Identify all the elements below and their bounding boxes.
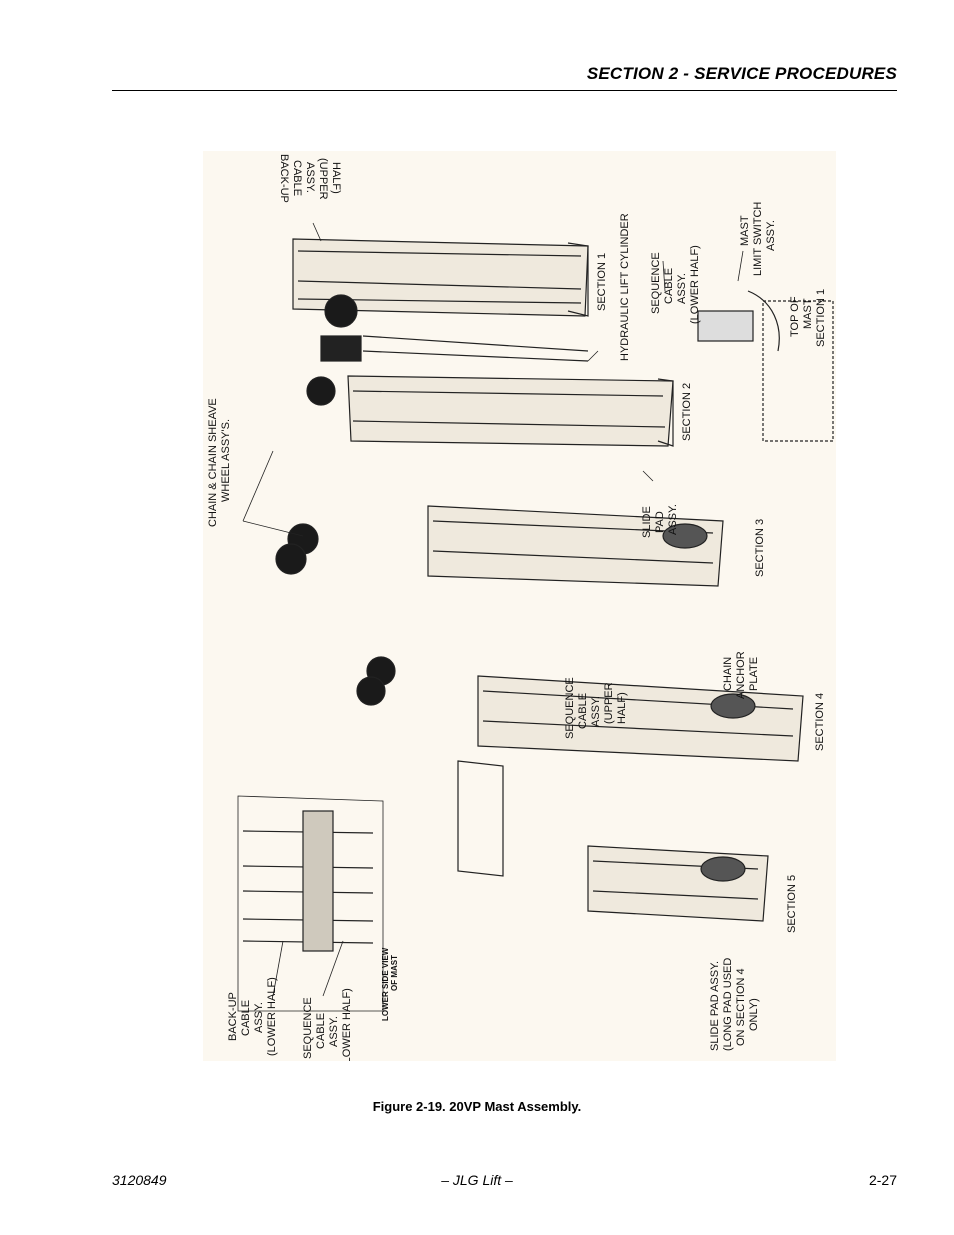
svg-text:CABLE: CABLE [291,160,303,196]
label-sequence-upper: SEQUENCE CABLE ASSY. (UPPER HALF) [564,677,628,739]
label-section-3: SECTION 3 [754,519,766,577]
label-backup-lower: BACK-UP CABLE ASSY. (LOWER HALF) [227,977,278,1056]
svg-text:TOP OF: TOP OF [789,296,801,337]
header-rule [112,90,897,91]
svg-text:MAST: MAST [802,298,814,329]
doc-number: 3120849 [112,1172,167,1188]
svg-text:CHAIN: CHAIN [722,657,734,691]
svg-text:HALF): HALF) [330,162,342,194]
svg-text:ASSY.: ASSY. [328,1016,340,1047]
label-section-5: SECTION 5 [786,875,798,933]
svg-text:SEQUENCE: SEQUENCE [302,997,314,1059]
section-1-rail [292,238,589,317]
leader-lines [242,222,744,997]
mast-exploded-diagram: BACK-UP CABLE ASSY. (UPPER HALF) CHAIN &… [207,154,834,1061]
svg-text:OF MAST: OF MAST [390,955,399,991]
label-sequence-lower-bottom: SEQUENCE CABLE ASSY. (LOWER HALF) [302,988,353,1061]
chain-anchor-plates [662,523,756,882]
label-slide-pad: SLIDE PAD ASSY. [641,504,679,538]
label-chain-sheave: CHAIN & CHAIN SHEAVE WHEEL ASSY'S. [207,398,232,527]
page-number: 2-27 [868,1172,897,1188]
svg-text:PAD: PAD [654,511,666,533]
svg-text:CABLE: CABLE [240,1000,252,1036]
svg-text:(UPPER: (UPPER [317,158,329,200]
svg-text:PLATE: PLATE [748,657,760,691]
label-section-2: SECTION 2 [681,383,693,441]
footer-brand: – JLG Lift – [441,1172,513,1188]
mast-assembly-figure: BACK-UP CABLE ASSY. (UPPER HALF) CHAIN &… [203,151,836,1061]
svg-text:WHEEL ASSY'S.: WHEEL ASSY'S. [220,419,232,502]
hydraulic-cylinder [320,335,589,362]
svg-text:ASSY.: ASSY. [667,504,679,535]
svg-text:(UPPER: (UPPER [603,682,615,724]
label-slide-pad-long: SLIDE PAD ASSY. (LONG PAD USED ON SECTIO… [709,958,760,1051]
svg-text:MAST: MAST [739,215,751,246]
svg-text:SECTION 1: SECTION 1 [815,289,827,347]
svg-text:ASSY.: ASSY. [676,273,688,304]
svg-text:LOWER SIDE VIEW: LOWER SIDE VIEW [381,947,390,1021]
svg-text:ONLY): ONLY) [748,998,760,1031]
limit-switch [697,310,754,342]
svg-text:(LOWER HALF): (LOWER HALF) [689,245,701,324]
svg-text:ASSY.: ASSY. [765,220,777,251]
label-hydraulic-cylinder: HYDRAULIC LIFT CYLINDER [619,213,631,361]
svg-text:SECTION 5: SECTION 5 [786,875,798,933]
section-title: SECTION 2 - SERVICE PROCEDURES [586,64,897,83]
label-chain-anchor: CHAIN ANCHOR PLATE [722,651,760,699]
label-lower-side-view: LOWER SIDE VIEW OF MAST [381,947,399,1021]
sheave-wheels [275,294,396,706]
svg-text:ON SECTION 4: ON SECTION 4 [735,968,747,1046]
top-of-mast-section [762,300,834,442]
svg-text:SEQUENCE: SEQUENCE [650,252,662,314]
label-mast-limit-switch: MAST LIMIT SWITCH ASSY. [739,202,777,276]
lower-side-view [237,795,384,1012]
svg-text:ANCHOR: ANCHOR [735,651,747,699]
svg-text:CABLE: CABLE [315,1013,327,1049]
svg-text:(LONG PAD USED: (LONG PAD USED [722,958,734,1051]
label-section-4: SECTION 4 [814,693,826,751]
slide-pad-plate [457,760,504,877]
svg-text:BACK-UP: BACK-UP [227,992,239,1041]
svg-text:CABLE: CABLE [577,693,589,729]
svg-text:HALF): HALF) [616,692,628,724]
svg-text:SECTION 2: SECTION 2 [681,383,693,441]
svg-text:SECTION 1: SECTION 1 [596,253,608,311]
svg-text:ASSY.: ASSY. [253,1002,265,1033]
svg-text:SLIDE PAD ASSY.: SLIDE PAD ASSY. [709,961,721,1051]
label-section-1: SECTION 1 [596,253,608,311]
svg-text:HYDRAULIC LIFT CYLINDER: HYDRAULIC LIFT CYLINDER [619,213,631,361]
label-top-of-mast: TOP OF MAST SECTION 1 [789,289,827,347]
svg-text:BACK-UP: BACK-UP [278,154,290,203]
limit-switch-cable [747,290,780,352]
label-sequence-lower-top: SEQUENCE CABLE ASSY. (LOWER HALF) [650,245,701,324]
svg-text:SECTION 3: SECTION 3 [754,519,766,577]
svg-text:SEQUENCE: SEQUENCE [564,677,576,739]
svg-text:LIMIT SWITCH: LIMIT SWITCH [752,202,764,276]
svg-text:(LOWER HALF): (LOWER HALF) [266,977,278,1056]
svg-text:CABLE: CABLE [663,268,675,304]
svg-text:ASSY.: ASSY. [304,162,316,193]
figure-caption: Figure 2-19. 20VP Mast Assembly. [372,1099,582,1114]
svg-text:(LOWER HALF): (LOWER HALF) [341,988,353,1061]
section-2-rail [347,375,674,447]
section-5-rail [587,845,769,922]
svg-text:SLIDE: SLIDE [641,506,653,538]
svg-text:CHAIN & CHAIN SHEAVE: CHAIN & CHAIN SHEAVE [207,398,219,527]
svg-text:SECTION 4: SECTION 4 [814,693,826,751]
label-backup-upper: BACK-UP CABLE ASSY. (UPPER HALF) [278,154,342,203]
svg-text:ASSY.: ASSY. [590,696,602,727]
